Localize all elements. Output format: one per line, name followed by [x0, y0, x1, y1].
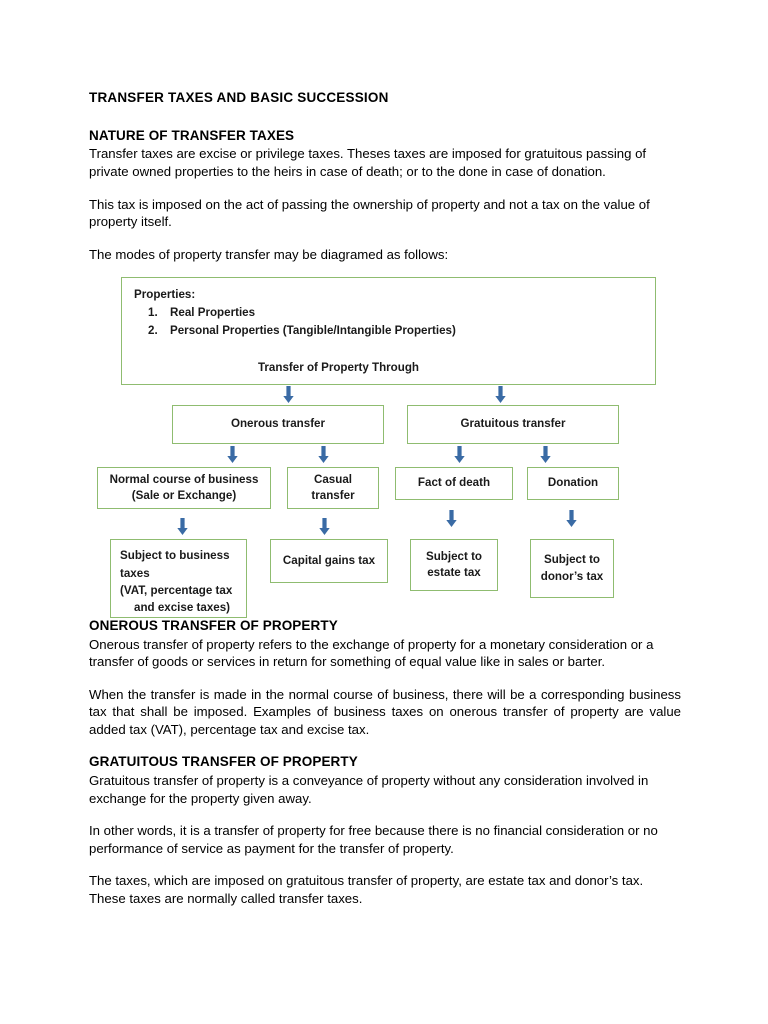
- box-label-line2: taxes: [120, 566, 150, 580]
- diagram-box-subject-to-estate-tax: Subject to estate tax: [410, 539, 498, 592]
- list-item-label: Real Properties: [170, 306, 256, 320]
- paragraph-onerous-2: When the transfer is made in the normal …: [89, 686, 681, 737]
- box-label-line2: estate tax: [427, 566, 481, 580]
- paragraph-gratuitous-2: In other words, it is a transfer of prop…: [89, 823, 658, 856]
- page-title: TRANSFER TAXES AND BASIC SUCCESSION: [89, 90, 389, 105]
- properties-title: Properties:: [134, 288, 196, 302]
- paragraph-nature-1: Transfer taxes are excise or privilege t…: [89, 146, 647, 179]
- list-item-number: 1.: [148, 306, 158, 320]
- list-item-number: 2.: [148, 324, 158, 338]
- diagram-box-gratuitous-transfer: Gratuitous transfer: [407, 405, 619, 445]
- box-label-line1: Capital gains tax: [282, 553, 376, 567]
- properties-list: 1. Real Properties 2. Personal Propertie…: [148, 304, 456, 341]
- arrow-down-icon: [454, 446, 465, 464]
- box-label: Gratuitous transfer: [460, 417, 566, 431]
- box-label-line2: (Sale or Exchange): [131, 489, 237, 503]
- paragraph-gratuitous-3: The taxes, which are imposed on gratuito…: [89, 873, 644, 906]
- arrow-down-icon: [318, 446, 329, 464]
- section-heading-onerous: ONEROUS TRANSFER OF PROPERTY: [89, 618, 338, 634]
- arrow-down-icon: [227, 446, 238, 464]
- diagram-box-normal-course-of-business: Normal course of business (Sale or Excha…: [97, 467, 271, 510]
- diagram-box-properties: Properties: 1. Real Properties 2. Person…: [121, 277, 656, 386]
- diagram-box-capital-gains-tax: Capital gains tax: [270, 539, 388, 584]
- diagram-box-donation: Donation: [527, 467, 619, 501]
- list-item-label: Personal Properties (Tangible/Intangible…: [170, 324, 456, 338]
- box-label-line1: Casual: [313, 472, 352, 486]
- diagram-box-casual-transfer: Casual transfer: [287, 467, 379, 510]
- paragraph-gratuitous-1: Gratuitous transfer of property is a con…: [89, 772, 649, 806]
- box-label-line1: Subject to: [425, 549, 483, 563]
- transfer-of-property-through-label: Transfer of Property Through: [257, 361, 420, 375]
- box-label-line1: Normal course of business: [109, 472, 259, 486]
- box-label-line4: and excise taxes): [134, 601, 231, 615]
- box-label-line1: Fact of death: [417, 476, 491, 490]
- box-label-line2: donor’s tax: [540, 569, 604, 583]
- arrow-down-icon: [177, 518, 188, 536]
- diagram-box-onerous-transfer: Onerous transfer: [172, 405, 384, 445]
- list-item: 2. Personal Properties (Tangible/Intangi…: [148, 322, 456, 340]
- box-label: Onerous transfer: [230, 417, 326, 431]
- box-label-line1: Donation: [547, 476, 599, 490]
- paragraph-nature-2: This tax is imposed on the act of passin…: [89, 196, 650, 230]
- arrow-down-icon: [540, 446, 551, 464]
- box-label-line2: transfer: [311, 489, 355, 503]
- arrow-down-icon: [495, 386, 506, 404]
- section-heading-gratuitous: GRATUITOUS TRANSFER OF PROPERTY: [89, 754, 358, 770]
- diagram-box-fact-of-death: Fact of death: [395, 467, 513, 501]
- box-label-line1: Subject to: [543, 553, 601, 567]
- diagram-box-subject-to-donors-tax: Subject to donor’s tax: [530, 539, 614, 599]
- arrow-down-icon: [319, 518, 330, 536]
- document-content: TRANSFER TAXES AND BASIC SUCCESSION NATU…: [89, 90, 681, 922]
- box-label-line1: Subject to business: [120, 549, 230, 563]
- arrow-down-icon: [566, 510, 577, 528]
- property-transfer-diagram: Properties: 1. Real Properties 2. Person…: [89, 277, 681, 619]
- diagram-box-subject-to-business-taxes: Subject to business taxes (VAT, percenta…: [110, 539, 247, 619]
- arrow-down-icon: [446, 510, 457, 528]
- list-item: 1. Real Properties: [148, 304, 456, 322]
- section-heading-nature: NATURE OF TRANSFER TAXES: [89, 127, 295, 143]
- arrow-down-icon: [283, 386, 294, 404]
- box-label-line3: (VAT, percentage tax: [120, 583, 233, 597]
- paragraph-onerous-1: Onerous transfer of property refers to t…: [89, 636, 654, 670]
- paragraph-nature-3: The modes of property transfer may be di…: [89, 246, 449, 262]
